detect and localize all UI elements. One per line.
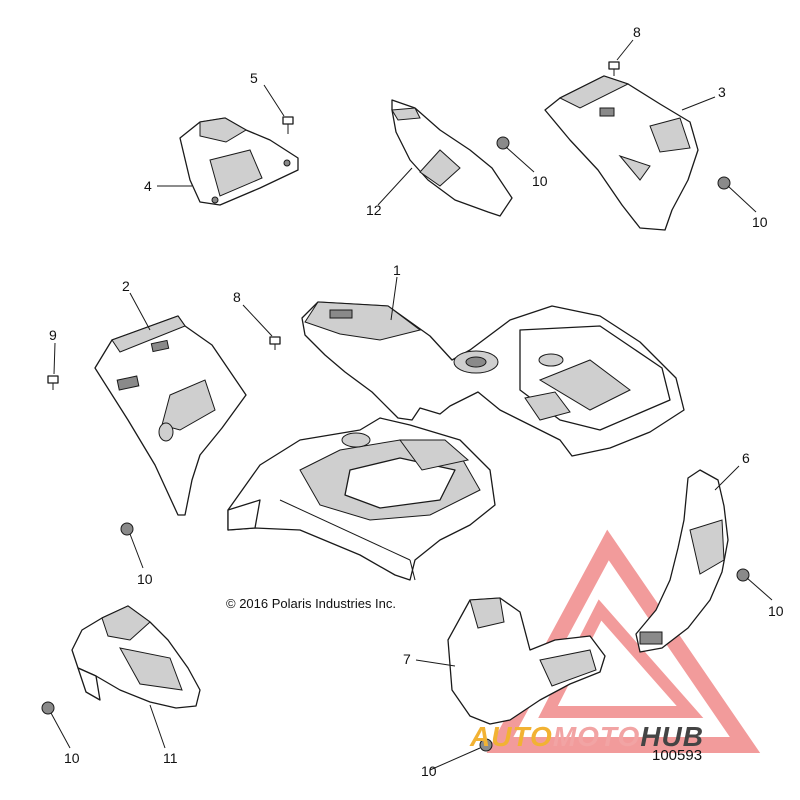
fastener-10-push-rivet-c	[120, 522, 134, 536]
callout-9: 9	[49, 327, 57, 343]
callout-6: 6	[742, 450, 750, 466]
callout-8-top: 8	[633, 24, 641, 40]
fastener-10-push-rivet-f	[479, 738, 493, 752]
part-1-main-body-panel	[227, 301, 685, 581]
callout-12: 12	[366, 202, 382, 218]
fastener-8-screw-mid	[269, 336, 281, 350]
fastener-8-screw-top	[608, 61, 620, 76]
part-7-lower-right-panel	[447, 597, 606, 725]
callout-10-f: 10	[421, 763, 437, 779]
watermark-moto: MOTO	[553, 721, 640, 752]
part-4-steering-cover	[179, 117, 299, 206]
part-6-right-side-panel	[635, 469, 729, 653]
callout-2: 2	[122, 278, 130, 294]
watermark-text: AUTOMOTOHUB	[469, 721, 704, 752]
fastener-10-push-rivet-e	[41, 701, 55, 715]
fastener-10-push-rivet-d	[736, 568, 750, 582]
callout-8-mid: 8	[233, 289, 241, 305]
part-2-left-side-panel	[94, 315, 247, 516]
fastener-10-push-rivet-a	[496, 136, 510, 150]
callout-1: 1	[393, 262, 401, 278]
callout-5: 5	[250, 70, 258, 86]
callout-10-e: 10	[64, 750, 80, 766]
callout-7: 7	[403, 651, 411, 667]
part-12-steering-cover-upper	[391, 99, 513, 217]
callout-3: 3	[718, 84, 726, 100]
document-number: 100593	[652, 747, 702, 764]
fastener-10-push-rivet-b	[717, 176, 731, 190]
leader-lines	[50, 39, 773, 771]
callout-10-b: 10	[752, 214, 768, 230]
fastener-9-screw	[47, 375, 59, 390]
part-11-front-lower-panel	[71, 605, 201, 709]
fastener-5-screw	[282, 116, 294, 134]
part-3-right-rear-panel	[544, 75, 699, 231]
watermark-hub: HUB	[640, 721, 704, 752]
callout-4: 4	[144, 178, 152, 194]
callout-10-c: 10	[137, 571, 153, 587]
copyright-notice: © 2016 Polaris Industries Inc.	[226, 596, 396, 611]
callout-11: 11	[163, 750, 178, 766]
watermark-auto: AUTO	[469, 721, 553, 752]
callout-10-a: 10	[532, 173, 548, 189]
callout-10-d: 10	[768, 603, 784, 619]
